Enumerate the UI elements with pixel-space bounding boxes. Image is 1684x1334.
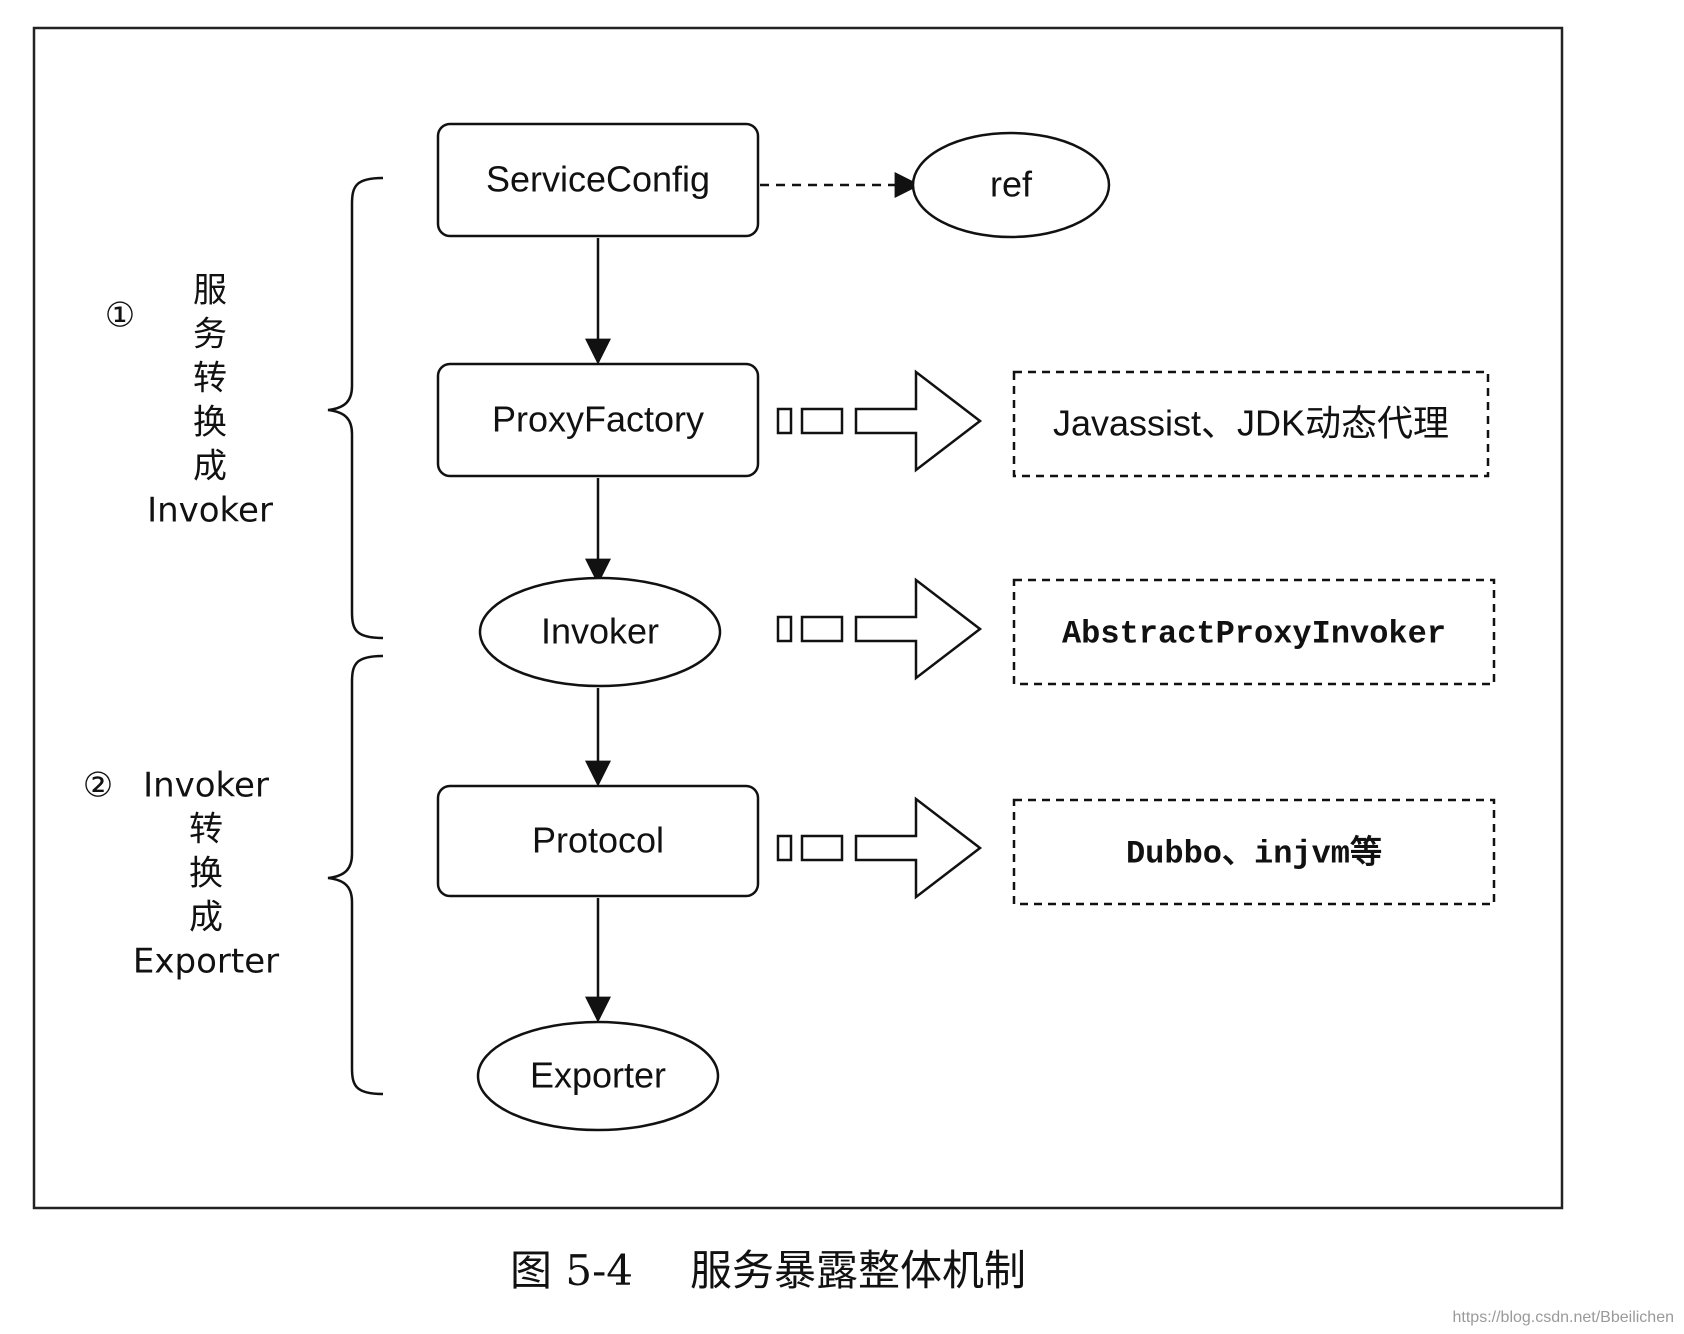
stage-1-line-1: 服 [193, 271, 227, 311]
impl-protocol-label: Dubbo、injvm等 [1126, 834, 1382, 872]
connector-proxyfactory [776, 369, 983, 473]
impl-protocol-box [1012, 798, 1496, 906]
ref-label: ref [990, 164, 1033, 205]
protocol-node [436, 784, 760, 898]
connector-protocol [776, 796, 983, 900]
stage-2-line-3: 换 [189, 854, 223, 894]
brace-stage-2 [327, 654, 384, 1096]
stage-1-number: ① [105, 296, 135, 336]
invoker-node [478, 576, 722, 688]
proxy-factory-label: ProxyFactory [492, 399, 704, 440]
brace-stage-1 [327, 176, 384, 640]
connector-invoker [776, 577, 983, 681]
exporter-label: Exporter [530, 1055, 666, 1096]
protocol-label: Protocol [532, 820, 664, 861]
service-config-node [436, 122, 760, 238]
watermark-text: https://blog.csdn.net/Bbeilichen [1453, 1309, 1674, 1326]
stage-2-number: ② [83, 766, 113, 806]
impl-invoker-label: AbstractProxyInvoker [1062, 615, 1446, 652]
proxy-factory-node [436, 362, 760, 478]
impl-proxyfactory-box [1012, 370, 1490, 478]
diagram-frame [32, 26, 1564, 1210]
impl-proxyfactory-label: Javassist、JDK动态代理 [1053, 403, 1449, 444]
invoker-label: Invoker [541, 611, 659, 652]
figure-number: 图 5-4 [510, 1246, 633, 1295]
figure-title: 服务暴露整体机制 [690, 1246, 1026, 1295]
stage-2-line-4: 成 [189, 898, 223, 938]
stage-2-line-5: Exporter [133, 942, 279, 982]
stage-1-line-4: 换 [193, 403, 227, 443]
stage-2-line-1: Invoker [143, 766, 269, 806]
stage-1-line-5: 成 [193, 447, 227, 487]
stage-1-line-3: 转 [193, 359, 227, 399]
stage-1-line-6: Invoker [147, 491, 273, 531]
stage-2-line-2: 转 [189, 810, 223, 850]
impl-invoker-box [1012, 578, 1496, 686]
ref-node [911, 131, 1111, 239]
service-config-label: ServiceConfig [486, 159, 710, 200]
exporter-node [476, 1020, 720, 1132]
stage-1-line-2: 务 [193, 315, 227, 355]
